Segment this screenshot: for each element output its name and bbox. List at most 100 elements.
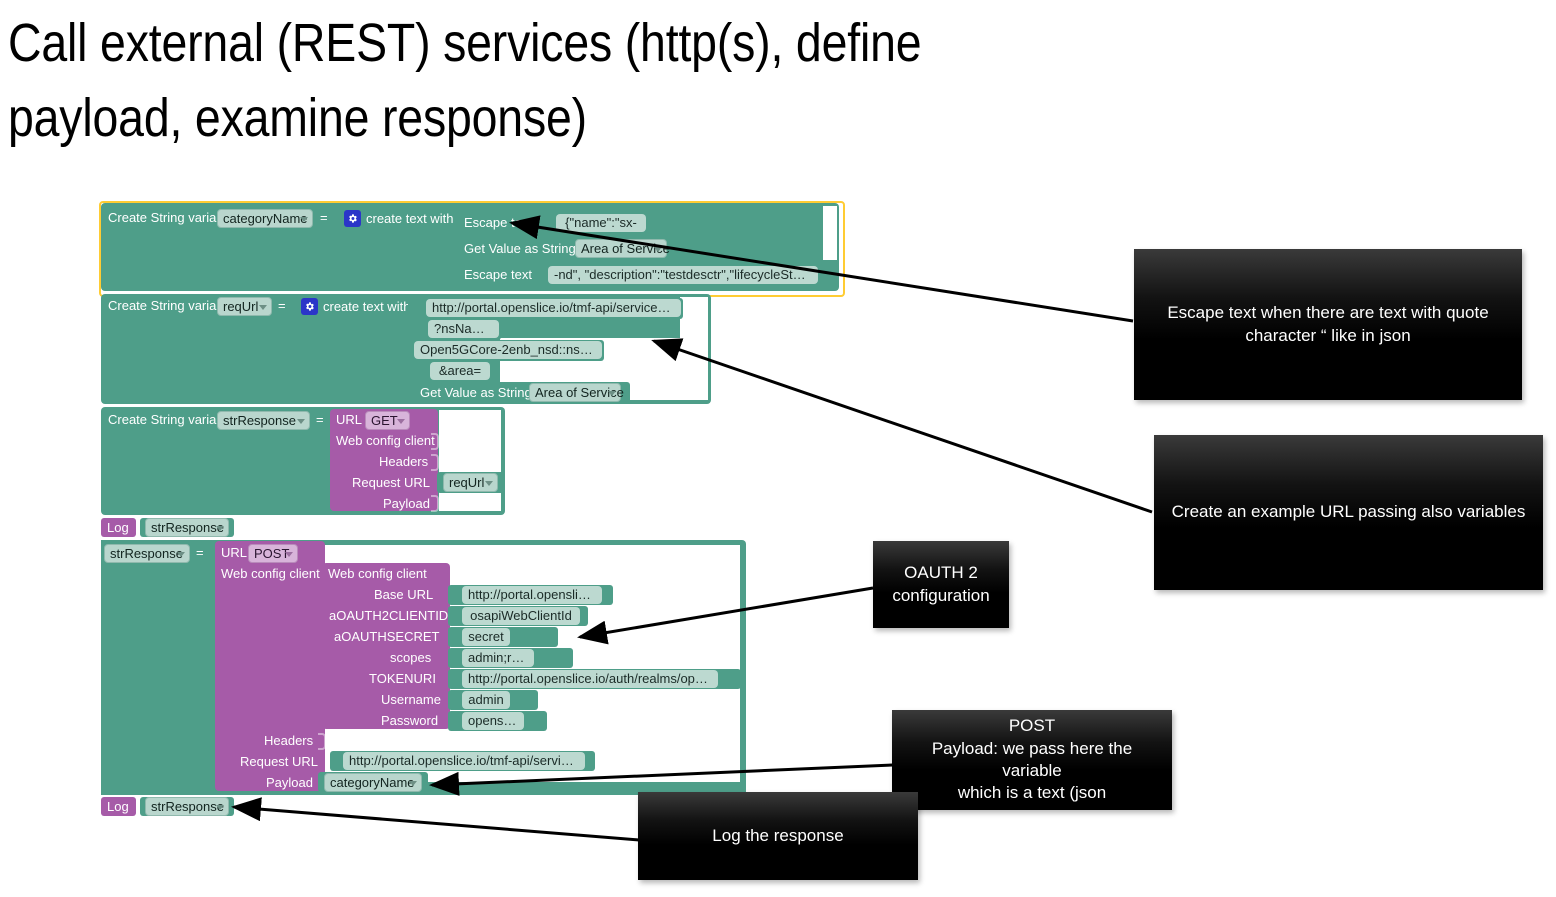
block4-url-post[interactable]: [215, 541, 325, 791]
callout-log-response: Log the response: [638, 792, 918, 880]
webconfig-row-6-value[interactable]: openslice: [462, 712, 524, 730]
webconfig-row-5-value[interactable]: admin: [462, 691, 510, 709]
chevron-down-icon: [300, 217, 308, 222]
block1-row-0-value[interactable]: {"name":"sx-: [556, 214, 646, 232]
block3-statement-label: Create String variable: [108, 412, 234, 427]
block1-equals: =: [320, 210, 328, 225]
block-log-2[interactable]: [101, 797, 136, 816]
webconfig-row-5-label: Username: [381, 692, 441, 707]
block4-row-2-label: Payload: [266, 775, 313, 790]
chevron-down-icon: [259, 305, 267, 310]
block1-row-0-label: Escape text: [464, 215, 532, 230]
log2-value-label: strResponse: [151, 799, 224, 814]
block-log-1[interactable]: [101, 518, 136, 537]
gear-icon[interactable]: [301, 298, 318, 315]
chevron-down-icon: [409, 781, 417, 786]
block3-method-label: GET: [371, 413, 398, 428]
block1-variable-label: categoryName: [223, 211, 308, 226]
block1-row-2-value[interactable]: -nd", "description":"testdesctr","lifecy…: [548, 266, 818, 284]
block-canvas-gap-2b: [680, 297, 708, 339]
block3-row-2-value[interactable]: reqUrl: [443, 473, 498, 492]
chevron-down-icon: [485, 481, 493, 486]
webconfig-row-3-value[interactable]: admin;read: [462, 649, 534, 667]
block2-row-4-value[interactable]: Area of Service: [529, 383, 624, 402]
webconfig-row-1-label: aOAUTH2CLIENTID: [329, 608, 449, 623]
block4-row-0-label: Headers: [264, 733, 314, 748]
block3-equals: =: [316, 412, 324, 427]
chevron-down-icon: [397, 419, 405, 424]
block4-method-dropdown[interactable]: POST: [248, 544, 298, 563]
chevron-down-icon: [285, 552, 293, 557]
webconfig-row-3-label: scopes: [390, 650, 432, 665]
webconfig-row-1-value[interactable]: osapiWebClientId: [462, 607, 580, 625]
block4-row-1-label: Request URL: [240, 754, 319, 769]
block2-equals: =: [278, 298, 286, 313]
block2-row-3-value[interactable]: &area=: [430, 362, 490, 380]
webconfig-row-4-label: TOKENURI: [369, 671, 436, 686]
callout-example-url: Create an example URL passing also varia…: [1154, 435, 1543, 590]
block3-variable-label: strResponse: [223, 413, 296, 428]
block2-row-1-value[interactable]: ?nsName=: [428, 320, 499, 338]
page-title: Call external (REST) services (http(s), …: [8, 13, 922, 148]
webconfig-row-2-value[interactable]: secret: [462, 628, 510, 646]
block4-row-2-value[interactable]: categoryName: [324, 773, 422, 792]
gear-icon[interactable]: [344, 210, 361, 227]
block4-equals: =: [196, 545, 204, 560]
callout-post-payload: POST Payload: we pass here the variable …: [892, 710, 1172, 810]
log1-value[interactable]: strResponse: [145, 518, 229, 537]
block3-row-1-socket[interactable]: [431, 454, 439, 471]
callout-oauth2: OAUTH 2 configuration: [873, 541, 1009, 628]
block1-variable-dropdown[interactable]: categoryName: [217, 209, 313, 228]
chevron-down-icon: [177, 552, 185, 557]
block4-method-label: POST: [254, 546, 290, 561]
block-canvas-gap-1: [823, 206, 837, 260]
block2-create-text-label: create text with: [323, 299, 411, 314]
webconfig-row-6-label: Password: [381, 713, 439, 728]
callout-escape-text: Escape text when there are text with quo…: [1134, 249, 1522, 400]
block2-statement-label: Create String variable: [108, 298, 234, 313]
block2-variable-dropdown[interactable]: reqUrl: [217, 297, 272, 316]
block3-row-0-socket[interactable]: [431, 433, 439, 450]
log2-value[interactable]: strResponse: [145, 797, 229, 816]
block4-row-1-value[interactable]: http://portal.openslice.io/tmf-api/servi…: [343, 752, 585, 770]
chevron-down-icon: [297, 419, 305, 424]
block3-row-2-label: Request URL: [352, 475, 431, 490]
block3-row-0-label: Web config client: [336, 433, 435, 448]
block3-url-label: URL: [336, 412, 363, 427]
block3-row-2-value-label: reqUrl: [449, 475, 485, 490]
webconfig-row-2-label: aOAUTHSECRET: [334, 629, 440, 644]
block4-variable-dropdown[interactable]: strResponse: [104, 544, 190, 563]
block3-row-3-socket[interactable]: [431, 495, 439, 512]
block4-row-0-socket[interactable]: [318, 733, 326, 750]
block2-row-2-value[interactable]: Open5GCore-2enb_nsd::nsName: [414, 341, 602, 359]
block2-row-4-value-label: Area of Service: [535, 385, 624, 400]
chevron-down-icon: [608, 391, 616, 396]
block4-left-column: [101, 540, 221, 795]
block3-row-3-label: Payload: [383, 496, 430, 511]
log1-label: Log: [107, 520, 129, 535]
block-web-config-client[interactable]: [322, 563, 450, 729]
block2-variable-label: reqUrl: [223, 299, 259, 314]
chevron-down-icon: [216, 805, 224, 810]
block4-variable-label: strResponse: [110, 546, 183, 561]
block-canvas-gap-3: [439, 410, 501, 511]
block3-variable-dropdown[interactable]: strResponse: [217, 411, 310, 430]
block3-method-dropdown[interactable]: GET: [365, 411, 410, 430]
log1-value-label: strResponse: [151, 520, 224, 535]
webconfig-row-4-value[interactable]: http://portal.openslice.io/auth/realms/o…: [462, 670, 718, 688]
block2-row-4-label: Get Value as String: [420, 385, 532, 400]
block1-create-text-label: create text with: [366, 211, 454, 226]
block1-statement-label: Create String variable: [108, 210, 234, 225]
block1-row-1-label: Get Value as String: [464, 241, 576, 256]
webconfig-title: Web config client: [328, 566, 427, 581]
block3-row-1-label: Headers: [379, 454, 429, 469]
log2-label: Log: [107, 799, 129, 814]
block1-row-2-label: Escape text: [464, 267, 532, 282]
block2-row-0-value[interactable]: http://portal.openslice.io/tmf-api/servi…: [426, 299, 681, 317]
chevron-down-icon: [216, 526, 224, 531]
block4-row-2-value-label: categoryName: [330, 775, 415, 790]
block1-row-1-value[interactable]: Area of Service: [575, 239, 670, 258]
webconfig-row-0-value[interactable]: http://portal.openslice.io: [462, 586, 602, 604]
block4-url-label: URL: [221, 545, 248, 560]
